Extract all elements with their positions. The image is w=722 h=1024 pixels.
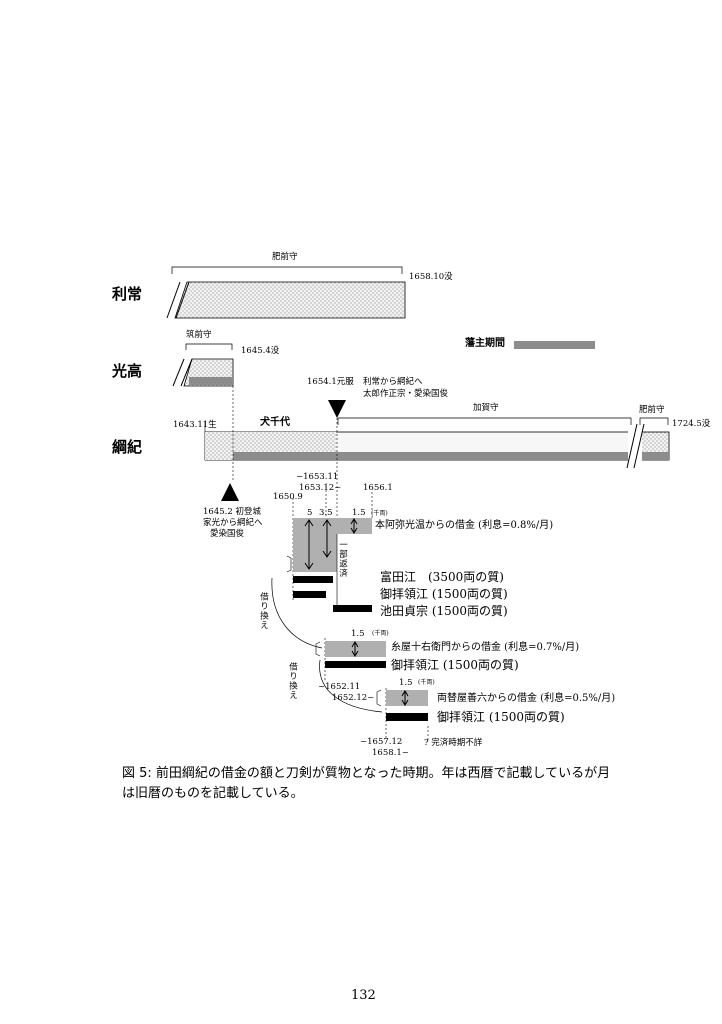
- date-1652-11: ~1652.11: [318, 682, 361, 692]
- page-number: 132: [351, 988, 376, 1003]
- loan-3-unit: (千両): [418, 679, 435, 686]
- loan-1-bars: [286, 518, 372, 612]
- loan-1-amount-bar-lower: [293, 534, 337, 572]
- collateral-bar-tomitago: [293, 576, 333, 583]
- first-audience-line-1: 1645.2 初登城: [203, 507, 261, 517]
- amount-3-5-arrow-icon: [322, 519, 332, 558]
- break-gap: [628, 428, 642, 464]
- collateral-bar-ikeda: [333, 605, 372, 612]
- title-bracket: [337, 417, 632, 425]
- date-1656-1: 1656.1: [363, 483, 393, 493]
- refinance-curve-2: [319, 659, 383, 713]
- loan-2-amount: 1.5: [351, 629, 365, 639]
- tsunanori-reign-tail: [640, 452, 669, 460]
- genpuku-note-2: 太郎作正宗・愛染国俊: [363, 389, 449, 399]
- break-mark: [633, 423, 645, 469]
- date-1658-1: 1658.1~: [372, 748, 409, 758]
- person-tsunanori: 綱紀: [112, 438, 143, 456]
- tsunanori-birth: 1643.11生: [173, 420, 217, 430]
- loan-3-amount: 1.5: [399, 678, 413, 688]
- collateral-tomitago: 富田江 (3500両の質): [380, 570, 504, 584]
- genpuku-note-1: 利常から綱紀へ: [363, 377, 423, 387]
- collateral-gohairyogo-1: 御拝領江 (1500両の質): [380, 587, 508, 601]
- loan-3-bars: [376, 689, 428, 721]
- genpuku-label: 1654.1元服: [307, 377, 354, 387]
- mitsutaka-title: 筑前守: [186, 330, 212, 340]
- refinance-curve-1: [271, 577, 323, 649]
- loan-2-unit: (千両): [372, 630, 389, 637]
- refinance-label-2: 借り換え: [287, 662, 298, 700]
- mitsutaka-timeline: [172, 343, 234, 387]
- loan-3-lender: 両替屋善六からの借金 (利息=0.5%/月): [437, 693, 616, 704]
- amount-3-5: 3.5: [319, 508, 333, 518]
- break-mark: [166, 281, 181, 319]
- loan-1-amount-bar: [293, 518, 372, 534]
- partial-repayment: 一部返済: [337, 540, 348, 578]
- loan-3-amount-bar: [386, 690, 428, 706]
- title-bracket: [639, 417, 669, 425]
- tsunanori-title-1: 加賀守: [473, 403, 499, 413]
- brace: [315, 641, 321, 657]
- person-toshitsune: 利常: [112, 285, 143, 303]
- toshitsune-death: 1658.10没: [409, 272, 453, 282]
- date-1657-12: ~1657.12: [360, 737, 403, 747]
- genpuku-marker-icon: [328, 400, 346, 418]
- figure-caption: 図 5: 前田綱紀の借金の額と刀剣が質物となった時期。年は西暦で記載しているが月…: [122, 766, 611, 801]
- mitsutaka-death: 1645.4没: [241, 346, 280, 356]
- tsunanori-reign: [233, 452, 631, 460]
- date-1650-9: 1650.9: [273, 492, 303, 502]
- person-mitsutaka: 光高: [112, 362, 143, 380]
- date-1653-11: ~1653.11: [296, 472, 339, 482]
- tsunanori-timeline: [204, 417, 670, 469]
- legend-swatch: [514, 341, 595, 349]
- childhood-name: 犬千代: [260, 417, 290, 428]
- brace: [376, 689, 382, 707]
- first-audience-marker-icon: [221, 483, 239, 501]
- loan-2-collateral: 御拝領江 (1500両の質): [391, 658, 519, 672]
- tsunanori-title-2: 肥前守: [639, 405, 665, 415]
- amount-5: 5: [307, 508, 313, 518]
- collateral-ikeda: 池田貞宗 (1500両の質): [380, 604, 508, 618]
- amount-1-5-arrow-icon: [350, 518, 358, 534]
- break-mark: [180, 358, 193, 387]
- toshitsune-timeline: [166, 266, 406, 319]
- legend-label: 藩主期間: [465, 338, 505, 349]
- loan-2-lender: 糸屋十右衛門からの借金 (利息=0.7%/月): [391, 642, 580, 653]
- toshitsune-bar: [174, 281, 406, 319]
- amount-arrow-icon: [351, 641, 359, 657]
- loan-3-collateral: 御拝領江 (1500両の質): [437, 710, 565, 724]
- unit-label: (千両): [371, 510, 388, 517]
- unknown-repayment: ? 完済時期不詳: [424, 738, 483, 748]
- title-bracket: [171, 266, 403, 274]
- amount-1-5: 1.5: [352, 508, 366, 518]
- loan-1-lender: 本阿弥光温からの借金 (利息=0.8%/月): [375, 520, 554, 531]
- refinance-label-1: 借り換え: [258, 592, 269, 630]
- title-bracket: [185, 343, 233, 350]
- break-mark: [175, 281, 190, 319]
- brace: [286, 555, 292, 573]
- tsunanori-death: 1724.5没: [672, 419, 711, 429]
- loan-2-bars: [315, 641, 386, 668]
- date-1653-12: 1653.12~: [299, 483, 342, 493]
- first-audience-line-2: 家光から綱紀へ: [203, 518, 263, 528]
- first-audience-line-3: 愛染国俊: [210, 529, 245, 539]
- collateral-bar-loan-2: [325, 661, 386, 668]
- amount-arrow-icon: [401, 690, 409, 706]
- collateral-bar-gohairyogo: [293, 591, 326, 598]
- date-1652-12: 1652.12~: [332, 693, 375, 703]
- toshitsune-title: 肥前守: [272, 252, 298, 262]
- mitsutaka-reign: [189, 377, 233, 385]
- amount-5-arrow-icon: [304, 519, 314, 570]
- break-mark: [172, 358, 185, 387]
- collateral-bar-loan-3: [386, 713, 428, 721]
- break-mark: [626, 423, 638, 469]
